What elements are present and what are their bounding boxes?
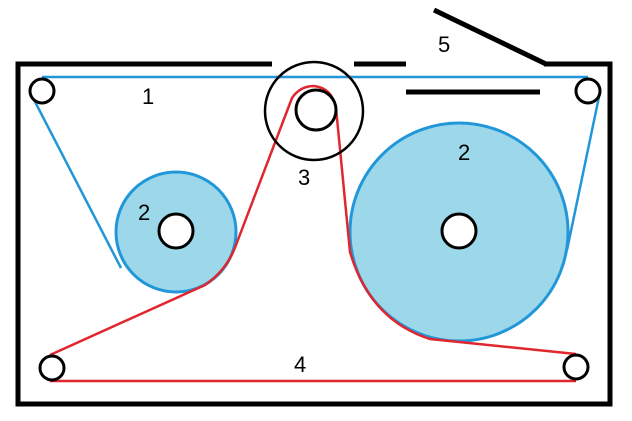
- label-belt-red: 4: [294, 352, 306, 377]
- label-pulley-small: 2: [138, 200, 150, 225]
- idler-top-left: [28, 77, 56, 105]
- small-pulley-hub: [157, 212, 195, 250]
- blue-belt-left: [29, 93, 123, 269]
- blue-belt-right: [565, 91, 602, 251]
- label-belt-blue: 1: [142, 84, 154, 109]
- idler-bottom-left: [38, 354, 66, 382]
- center-roller: [294, 88, 338, 132]
- idler-bottom-right: [562, 353, 590, 381]
- label-lid: 5: [438, 32, 450, 57]
- idler-top-right: [574, 77, 602, 105]
- lid-arm: [432, 7, 548, 67]
- red-belt: [49, 84, 577, 357]
- label-pulley-large: 2: [458, 140, 470, 165]
- label-center-roller: 3: [298, 165, 310, 190]
- center-roller-ring: [263, 60, 365, 162]
- frame-gap-right: [406, 59, 544, 69]
- large-pulley-hub: [440, 212, 478, 250]
- frame-gap-left: [272, 59, 354, 69]
